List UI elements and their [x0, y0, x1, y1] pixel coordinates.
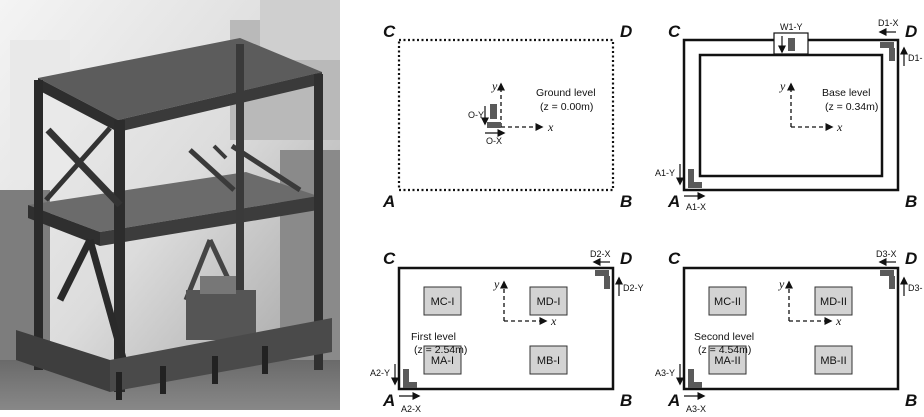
panel-first-level: C D A B MC-I MD-I MA-I MB-I First level … [370, 249, 644, 414]
panel-ground-level: C D A B Ground level (z = 0.00m) y x O-Y… [382, 22, 632, 211]
sensor-d1-y-block [889, 48, 895, 61]
level-name: First level [411, 331, 456, 343]
test-frame-photo [0, 0, 340, 417]
sensor-d2-y-label: D2-Y [623, 283, 644, 293]
mass-mb-ii-label: MB-II [820, 355, 846, 367]
corner-d-label: D [905, 249, 917, 268]
level-elevation: (z = 0.00m) [540, 101, 593, 113]
panel-second-level: C D A B MC-II MD-II MA-II MB-II Second l… [655, 249, 923, 414]
x-axis-label: x [836, 120, 843, 134]
corner-b-label: B [905, 192, 917, 211]
corner-b-label: B [620, 192, 632, 211]
mass-mc-i-label: MC-I [431, 296, 455, 308]
mass-mc-ii-label: MC-II [714, 296, 741, 308]
y-axis-label: y [778, 277, 785, 291]
corner-a-label: A [667, 391, 680, 410]
mass-md-ii [814, 286, 853, 316]
sensor-o-x-block [487, 122, 501, 128]
x-axis-label: x [550, 314, 557, 328]
base-inner-frame [698, 53, 884, 178]
corner-c-label: C [383, 22, 396, 41]
sensor-d3-y-label: D3- [908, 283, 923, 293]
sensor-d3-x-block [880, 270, 894, 276]
sensor-a2-x-label: A2-X [401, 404, 421, 414]
x-axis-label: x [547, 120, 554, 134]
corner-d-label: D [620, 249, 632, 268]
corner-c-label: C [668, 22, 681, 41]
sensor-d2-y-block [604, 276, 610, 289]
mass-md-i [529, 286, 568, 316]
sensor-w1-y-block [788, 38, 795, 51]
sensor-o-y-label: O-Y [468, 110, 484, 120]
corner-c-label: C [668, 249, 681, 268]
mass-ma-i [423, 345, 462, 375]
base-outer-frame [682, 38, 900, 192]
corner-d-label: D [620, 22, 632, 41]
sensor-w1-y-label: W1-Y [780, 22, 803, 32]
corner-a-label: A [667, 192, 680, 211]
sensor-a1-x-block [688, 182, 702, 188]
mass-mb-ii [814, 345, 853, 375]
mass-ma-i-label: MA-I [431, 355, 454, 367]
sensor-a2-y-block [403, 369, 409, 383]
mass-mc-i [423, 286, 462, 316]
y-axis-label: y [491, 79, 498, 93]
mass-ma-ii-label: MA-II [714, 355, 740, 367]
y-axis-label: y [493, 277, 500, 291]
sensor-a1-y-block [688, 169, 694, 183]
level-name: Base level [822, 87, 870, 99]
mass-md-i-label: MD-I [537, 296, 561, 308]
x-axis-label: x [835, 314, 842, 328]
level-name: Second level [694, 331, 754, 343]
sensor-d2-x-label: D2-X [590, 249, 611, 259]
sensor-o-x-label: O-X [486, 136, 502, 146]
sensor-d1-x-label: D1-X [878, 18, 899, 28]
mass-ma-ii [708, 345, 747, 375]
sensor-d3-x-label: D3-X [876, 249, 897, 259]
sensor-a3-y-block [688, 369, 694, 383]
y-axis-label: y [779, 79, 786, 93]
mass-mb-i [529, 345, 568, 375]
level-name: Ground level [536, 87, 596, 99]
sensor-d1-y-label: D1- [908, 53, 923, 63]
ground-outline [397, 38, 615, 192]
sensor-a3-x-block [688, 382, 702, 388]
corner-a-label: A [382, 192, 395, 211]
sensor-a1-y-label: A1-Y [655, 168, 675, 178]
first-floor-outline [397, 266, 615, 391]
mass-mc-ii [708, 286, 747, 316]
sensor-a2-y-label: A2-Y [370, 368, 390, 378]
level-elevation: (z = 4.54m) [698, 344, 751, 356]
corner-d-label: D [905, 22, 917, 41]
corner-c-label: C [383, 249, 396, 268]
sensor-d3-y-block [889, 276, 895, 289]
sensor-d2-x-block [595, 270, 609, 276]
sensor-a3-x-label: A3-X [686, 404, 706, 414]
sensor-a2-x-block [403, 382, 417, 388]
mass-md-ii-label: MD-II [820, 296, 847, 308]
level-elevation: (z = 0.34m) [825, 101, 878, 113]
corner-a-label: A [382, 391, 395, 410]
corner-b-label: B [905, 391, 917, 410]
second-floor-outline [682, 266, 900, 391]
sensor-d1-x-block [880, 42, 894, 48]
level-elevation: (z = 2.54m) [414, 344, 467, 356]
corner-b-label: B [620, 391, 632, 410]
sensor-a1-x-label: A1-X [686, 202, 706, 212]
sensor-o-y-block [490, 104, 497, 119]
mass-mb-i-label: MB-I [537, 355, 560, 367]
sensor-a3-y-label: A3-Y [655, 368, 675, 378]
panel-base-level: C D A B W1-Y D1-X D1- Base level (z = 0.… [655, 18, 923, 212]
